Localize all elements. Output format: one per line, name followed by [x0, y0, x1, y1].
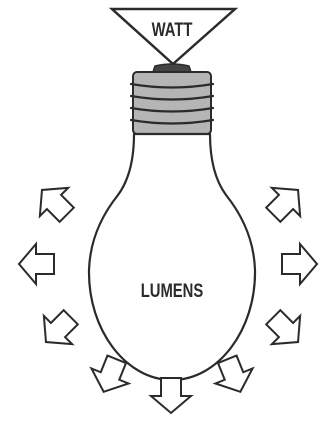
bulb-contact-tip	[153, 64, 191, 72]
watt-input-marker: WATT	[112, 9, 235, 64]
arrow-icon	[151, 378, 191, 413]
lumens-label: LUMENS	[141, 280, 203, 301]
watt-label: WATT	[152, 19, 193, 40]
arrow-icon	[32, 303, 85, 356]
arrow-icon	[259, 303, 312, 356]
arrow-icon	[28, 176, 81, 229]
bulb-glass	[89, 134, 255, 380]
arrow-icon	[19, 244, 54, 284]
bulb-screw-base	[133, 72, 211, 134]
arrow-icon	[282, 244, 317, 284]
arrow-icon	[259, 176, 312, 229]
light-bulb-icon: LUMENS	[89, 64, 255, 380]
